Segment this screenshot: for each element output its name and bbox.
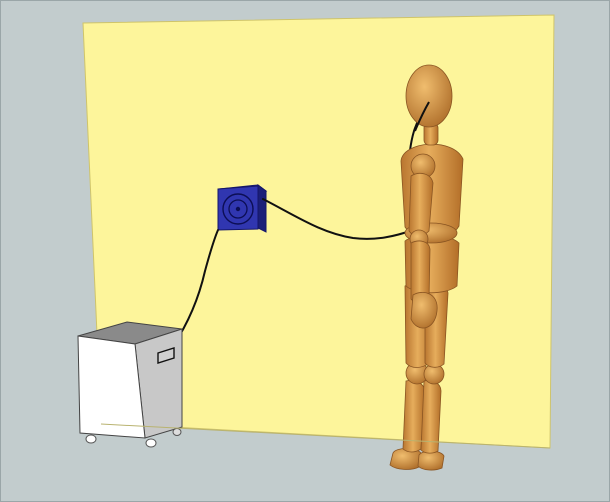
- speaker-box: [218, 185, 266, 232]
- mannequin-head: [406, 65, 452, 127]
- floor-cabinet: [78, 322, 182, 447]
